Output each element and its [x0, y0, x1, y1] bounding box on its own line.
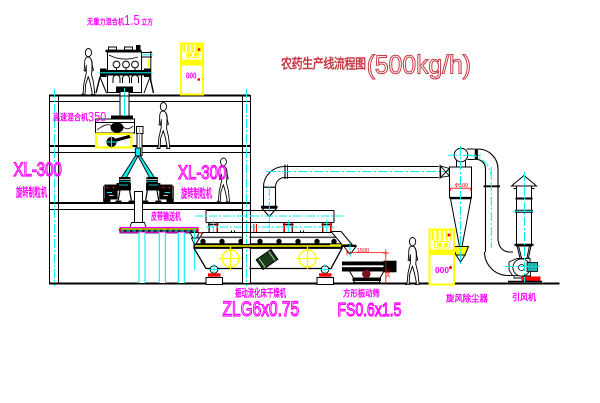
svg-text:XL-300: XL-300	[178, 161, 227, 184]
svg-text:345: 345	[386, 269, 392, 278]
svg-text:皮带输送机: 皮带输送机	[150, 210, 181, 222]
svg-text:XL-300: XL-300	[14, 158, 63, 181]
svg-text:旋风除尘器: 旋风除尘器	[445, 292, 488, 303]
svg-text:旋转制粒机: 旋转制粒机	[180, 186, 212, 201]
svg-text:高速混合机350: 高速混合机350	[53, 109, 106, 125]
svg-text:旋转制粒机: 旋转制粒机	[15, 185, 47, 200]
svg-text:方形振动筛: 方形振动筛	[343, 288, 380, 299]
svg-text:振动流化床干燥机: 振动流化床干燥机	[235, 286, 286, 299]
svg-text:1500: 1500	[357, 248, 369, 254]
svg-text:农药生产线流程图: 农药生产线流程图	[280, 55, 366, 72]
svg-text:引风机: 引风机	[512, 292, 536, 303]
svg-text:000: 000	[435, 265, 449, 275]
svg-text:ZLG6x0.75: ZLG6x0.75	[222, 297, 299, 321]
svg-text:(500kg/h): (500kg/h)	[367, 51, 471, 80]
svg-text:FS0.6x1.5: FS0.6x1.5	[338, 299, 402, 321]
svg-text:Φ500: Φ500	[455, 183, 469, 189]
svg-text:000: 000	[186, 71, 197, 81]
